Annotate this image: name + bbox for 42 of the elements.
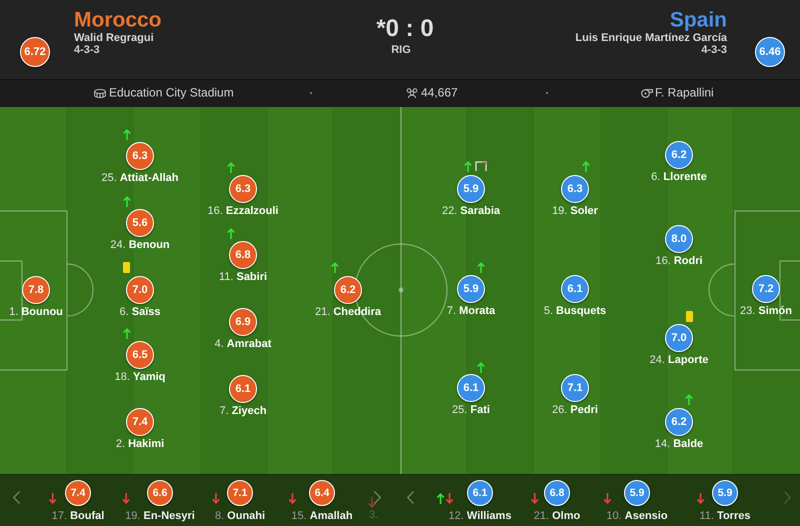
player-name: 23. Simón <box>740 304 792 318</box>
player-name: 26. Pedri <box>552 404 598 416</box>
player-name: 12. Williams <box>448 510 512 522</box>
player-name: 22. Sarabia <box>442 204 500 218</box>
match-status: RIG <box>391 44 411 56</box>
player-name: 19. En-Nesyri <box>125 510 195 522</box>
player-name: 14. Balde <box>654 438 704 450</box>
player-name: 11. Torres <box>700 510 750 522</box>
player-name: 7. Morata <box>446 304 496 318</box>
player-name: 1. Bounou <box>9 306 63 318</box>
player-name: 19. Soler <box>552 204 598 218</box>
player-name: 7. Ziyech <box>219 404 267 418</box>
player-name: 6. Llorente <box>651 170 707 184</box>
formation: 4-3-3 <box>701 44 727 56</box>
coach-name: Walid Regragui <box>74 32 154 44</box>
coach-name: Luis Enrique Martínez García <box>575 32 727 44</box>
player-name: 4. Amrabat <box>214 338 272 350</box>
formation: 4-3-3 <box>74 44 100 56</box>
player-name: 25. Attiat-Allah <box>101 172 179 184</box>
player-name: 6. Saïss <box>120 306 160 318</box>
player-name: 24. Benoun <box>110 238 170 252</box>
referee-name: F. Rapallini <box>655 86 714 100</box>
player-name: 16. Ezzalzouli <box>208 204 278 218</box>
player-name: 21. Olmo <box>534 510 580 522</box>
player-name: 17. Boufal <box>52 510 104 522</box>
team-name: Morocco <box>74 8 162 32</box>
player-name: 18. Yamiq <box>114 370 166 384</box>
player-name: 11. Sabiri <box>218 270 268 284</box>
player-name: 5. Busquets <box>544 304 606 318</box>
attendance-count: 44,667 <box>421 86 458 100</box>
team-name: Spain <box>670 8 727 32</box>
player-name: 2. Hakimi <box>116 438 164 450</box>
player-name: 24. Laporte <box>650 354 708 366</box>
venue-name: Education City Stadium <box>109 86 234 100</box>
player-name: 10. Asensio <box>606 510 668 522</box>
player-name: 21. Cheddira <box>314 306 382 318</box>
player-name: 8. Ounahi <box>214 510 266 522</box>
player-name: 16. Rodri <box>655 254 703 268</box>
score: *0 : 0 <box>376 16 434 42</box>
shirt-number: 3. <box>369 508 378 522</box>
player-name: 25. Fati <box>452 404 490 416</box>
player-name: 15. Amallah <box>291 510 353 522</box>
